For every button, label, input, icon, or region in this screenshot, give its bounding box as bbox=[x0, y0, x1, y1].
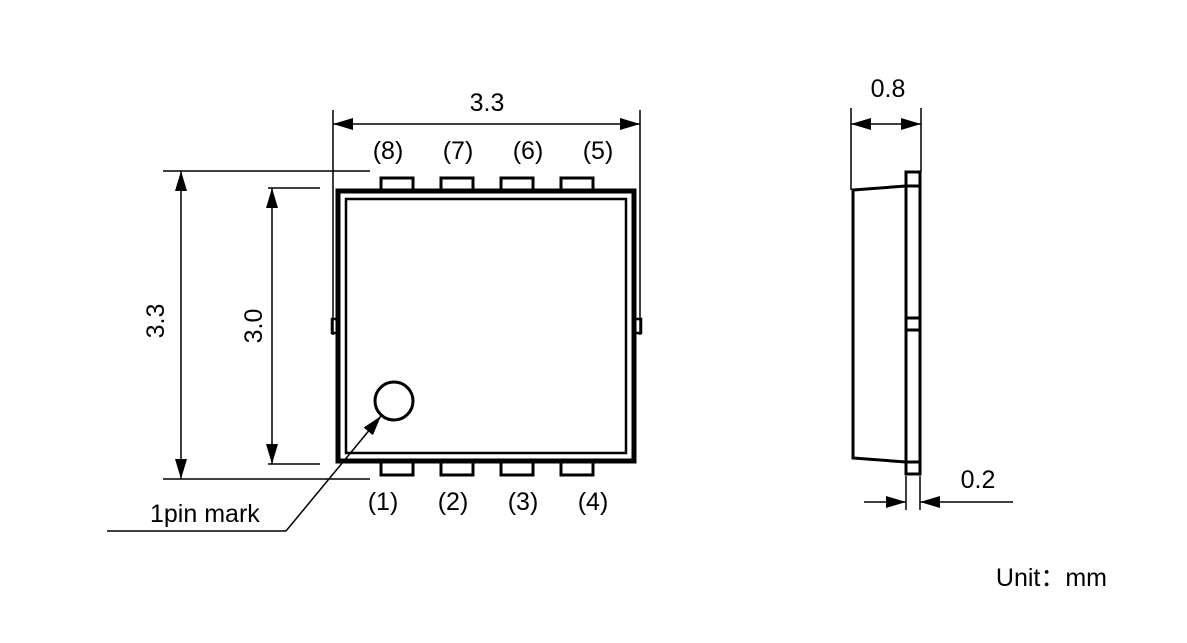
pin1-mark-label: 1pin mark bbox=[150, 500, 260, 528]
inner-height-label: 3.0 bbox=[240, 309, 268, 344]
outer-height-label: 3.3 bbox=[142, 304, 170, 339]
top-view: 3.3 (8) (7) (6) (5) 1pin mark (1) (2) (3… bbox=[107, 89, 643, 532]
pin-label-4: (4) bbox=[578, 488, 609, 516]
package-body-outer bbox=[335, 188, 637, 464]
side-body bbox=[851, 184, 908, 464]
pin-label-6: (6) bbox=[513, 137, 544, 165]
pin-label-2: (2) bbox=[438, 488, 469, 516]
thickness-label: 0.8 bbox=[871, 75, 906, 103]
width-dimension-label: 3.3 bbox=[470, 89, 505, 117]
package-body-inner bbox=[344, 197, 628, 455]
lead-thickness-label: 0.2 bbox=[961, 466, 996, 494]
side-view: 0.8 0.2 bbox=[850, 75, 1013, 510]
unit-label: Unit：mm bbox=[996, 564, 1107, 592]
pin-label-1: (1) bbox=[368, 488, 399, 516]
pin-label-8: (8) bbox=[373, 137, 404, 165]
pin1-leader-arrow bbox=[285, 415, 382, 532]
pin-label-5: (5) bbox=[583, 137, 614, 165]
pin-label-7: (7) bbox=[443, 137, 474, 165]
side-lead-frame bbox=[904, 170, 922, 476]
pin-label-3: (3) bbox=[508, 488, 539, 516]
pin1-mark-circle bbox=[373, 380, 415, 422]
